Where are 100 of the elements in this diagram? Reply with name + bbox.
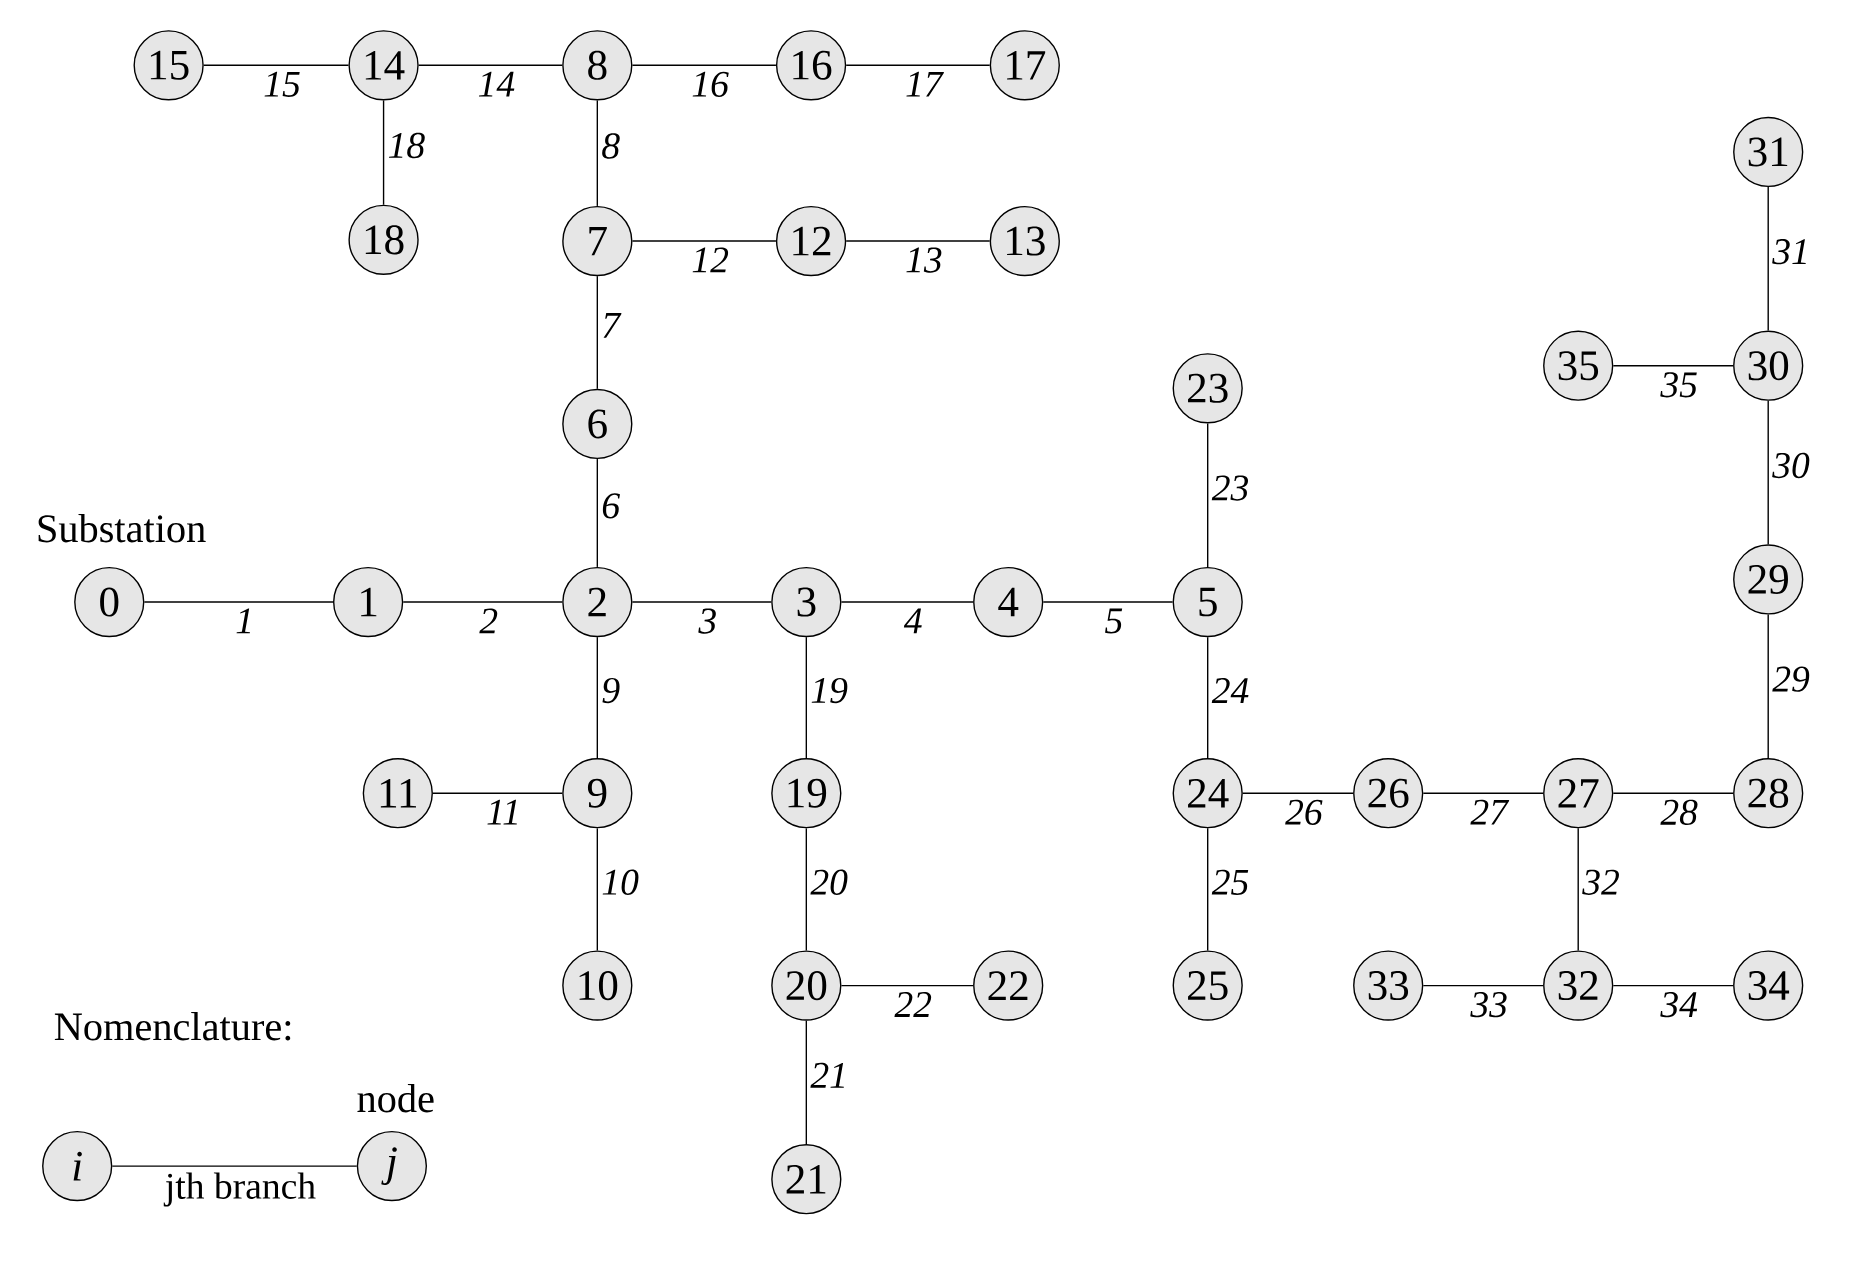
edge-label: 12 [689, 245, 731, 274]
bus-node: 14 [348, 29, 419, 101]
branch-line [596, 827, 598, 951]
bus-node: 24 [1172, 757, 1243, 829]
bus-node: 23 [1172, 352, 1243, 424]
edge-label: 13 [903, 245, 945, 274]
branch-line [631, 240, 777, 242]
edge-label: 7 [600, 311, 622, 339]
branch-line [596, 275, 598, 390]
branch-line [840, 601, 974, 603]
bus-node: 12 [775, 205, 847, 276]
branch-line [805, 1019, 807, 1145]
edge-label: 15 [261, 70, 303, 99]
node-caption: Substation [38, 513, 206, 543]
edge-label: 8 [600, 131, 622, 160]
bus-node: 2 [562, 566, 633, 637]
bus-node: 18 [348, 204, 419, 275]
edge-label: 9 [600, 676, 622, 705]
bus-node: j [356, 1130, 427, 1201]
branch-line [1207, 827, 1209, 951]
node-caption: node [357, 1083, 434, 1113]
branch-line [631, 64, 777, 66]
edge-label: jth branch [163, 1170, 318, 1208]
branch-line [1577, 827, 1579, 951]
bus-node: 21 [771, 1143, 842, 1215]
branch-line [1612, 984, 1734, 987]
bus-node: i [42, 1130, 113, 1201]
edge-label: 23 [1210, 473, 1251, 502]
bus-node: 27 [1543, 757, 1614, 829]
bus-node: 30 [1733, 330, 1804, 401]
branch-line [596, 99, 598, 207]
branch-line [596, 458, 598, 568]
bus-node: 11 [362, 757, 433, 829]
bus-node: 19 [771, 757, 842, 829]
edge-label: 5 [1103, 606, 1125, 635]
edge-label: 17 [903, 70, 945, 98]
branch-line [1612, 364, 1734, 367]
bus-node: 25 [1172, 950, 1243, 1021]
edge-label: 19 [809, 676, 850, 705]
bus-node: 4 [973, 566, 1044, 637]
edge-label: 18 [386, 131, 427, 160]
edge-label: 11 [484, 798, 523, 826]
bus-node: 17 [989, 29, 1060, 101]
bus-node: 15 [133, 29, 204, 101]
branch-line [845, 64, 991, 66]
branch-line [143, 601, 334, 603]
branch-line [1422, 984, 1544, 987]
branch-line [1042, 601, 1174, 603]
edge-label: 24 [1210, 676, 1251, 705]
branch-line [1422, 792, 1544, 794]
bus-node: 16 [775, 29, 847, 101]
edge-label: 14 [476, 70, 517, 98]
branch-line [1767, 186, 1769, 332]
branch-line [840, 984, 974, 987]
branch-line [1207, 422, 1209, 568]
edge-label: 6 [600, 491, 622, 520]
branch-line [382, 99, 385, 206]
branch-line [1207, 636, 1209, 759]
edge-label: 34 [1658, 990, 1700, 1019]
edge-label: 30 [1770, 451, 1812, 480]
edge-label: 2 [477, 606, 500, 635]
edge-label: 27 [1468, 798, 1510, 826]
edge-label: 31 [1770, 237, 1812, 266]
bus-node: 6 [562, 388, 633, 459]
edge-label: 4 [902, 606, 924, 635]
bus-node: 20 [771, 950, 842, 1021]
bus-node: 13 [989, 205, 1060, 276]
branch-line [631, 601, 772, 603]
bus-node: 9 [562, 757, 633, 829]
bus-node: 31 [1733, 116, 1804, 187]
edge-label: 22 [893, 990, 934, 1019]
bus-node: 1 [333, 566, 404, 637]
bus-node: 0 [74, 566, 145, 637]
edge-label: 29 [1770, 665, 1812, 693]
bus-node: 35 [1543, 330, 1614, 401]
bus-node: 5 [1172, 566, 1243, 637]
edge-label: 25 [1210, 868, 1251, 897]
edge-label: 1 [233, 606, 256, 635]
branch-line [1612, 792, 1734, 794]
bus-node: 33 [1353, 950, 1424, 1021]
bus-node: 7 [562, 205, 633, 276]
edge-label: 3 [697, 606, 719, 635]
edge-label: 32 [1580, 868, 1622, 897]
bus-node: 10 [562, 950, 633, 1021]
edge-label: 33 [1468, 990, 1510, 1019]
edge-label: 26 [1283, 798, 1325, 827]
branch-line [402, 601, 563, 603]
bus-node: 8 [562, 29, 633, 101]
branch-line [203, 64, 350, 66]
bus-node: 34 [1733, 950, 1804, 1021]
branch-line [596, 636, 598, 759]
edge-label: 16 [689, 70, 731, 99]
branch-line [1767, 399, 1769, 545]
bus-node: 32 [1543, 950, 1614, 1021]
branch-line [805, 636, 807, 759]
branch-line [432, 792, 563, 794]
branch-line [805, 827, 807, 951]
legend-heading: Nomenclature: [54, 1011, 291, 1041]
branch-line [845, 240, 991, 242]
branch-line [418, 64, 563, 66]
